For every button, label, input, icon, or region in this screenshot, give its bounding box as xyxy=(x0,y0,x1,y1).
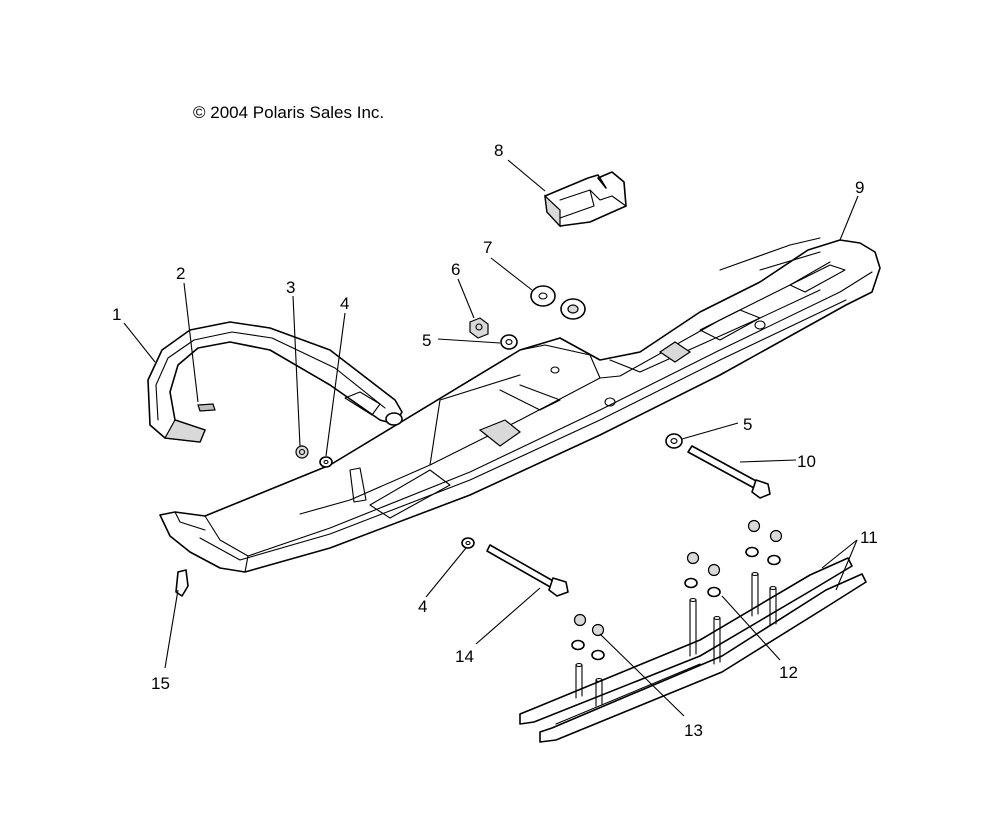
copyright-notice: © 2004 Polaris Sales Inc. xyxy=(193,103,385,122)
bolt-part-14 xyxy=(486,544,569,597)
saddle-part-8 xyxy=(544,171,627,228)
callout-4-lower: 4 xyxy=(418,597,427,616)
callout-labels: 1 2 3 4 4 5 5 6 7 8 9 10 11 12 13 14 15 xyxy=(112,141,878,740)
callout-14: 14 xyxy=(455,647,474,666)
callout-8: 8 xyxy=(494,141,503,160)
clip-part xyxy=(197,403,216,412)
callout-2: 2 xyxy=(176,264,185,283)
washer-part-4-lower xyxy=(461,537,475,549)
washer-part-5-lower xyxy=(665,433,683,449)
callout-12: 12 xyxy=(779,663,798,682)
callout-13: 13 xyxy=(684,721,703,740)
ski-body xyxy=(159,237,881,573)
callout-6: 6 xyxy=(451,260,460,279)
bushing-part-7 xyxy=(530,285,586,320)
screw-part-15 xyxy=(175,569,189,597)
bolt-part-10 xyxy=(687,445,771,499)
callout-3: 3 xyxy=(286,278,295,297)
carbide-runners xyxy=(519,557,867,743)
callout-10: 10 xyxy=(797,452,816,471)
callout-7: 7 xyxy=(483,238,492,257)
callout-4-upper: 4 xyxy=(340,294,349,313)
washer-part-4-upper xyxy=(319,456,333,468)
nut-part-3 xyxy=(295,445,309,459)
nuts-and-washers xyxy=(571,519,783,661)
leader-lines xyxy=(123,159,859,717)
callout-5-upper: 5 xyxy=(422,331,431,350)
ski-loop xyxy=(147,321,403,443)
callout-15: 15 xyxy=(151,674,170,693)
callout-5-lower: 5 xyxy=(743,415,752,434)
washer-part-5-upper xyxy=(500,334,518,350)
callout-1: 1 xyxy=(112,305,121,324)
callout-11: 11 xyxy=(860,528,878,547)
nut-part-6 xyxy=(469,317,489,339)
callout-9: 9 xyxy=(855,178,864,197)
